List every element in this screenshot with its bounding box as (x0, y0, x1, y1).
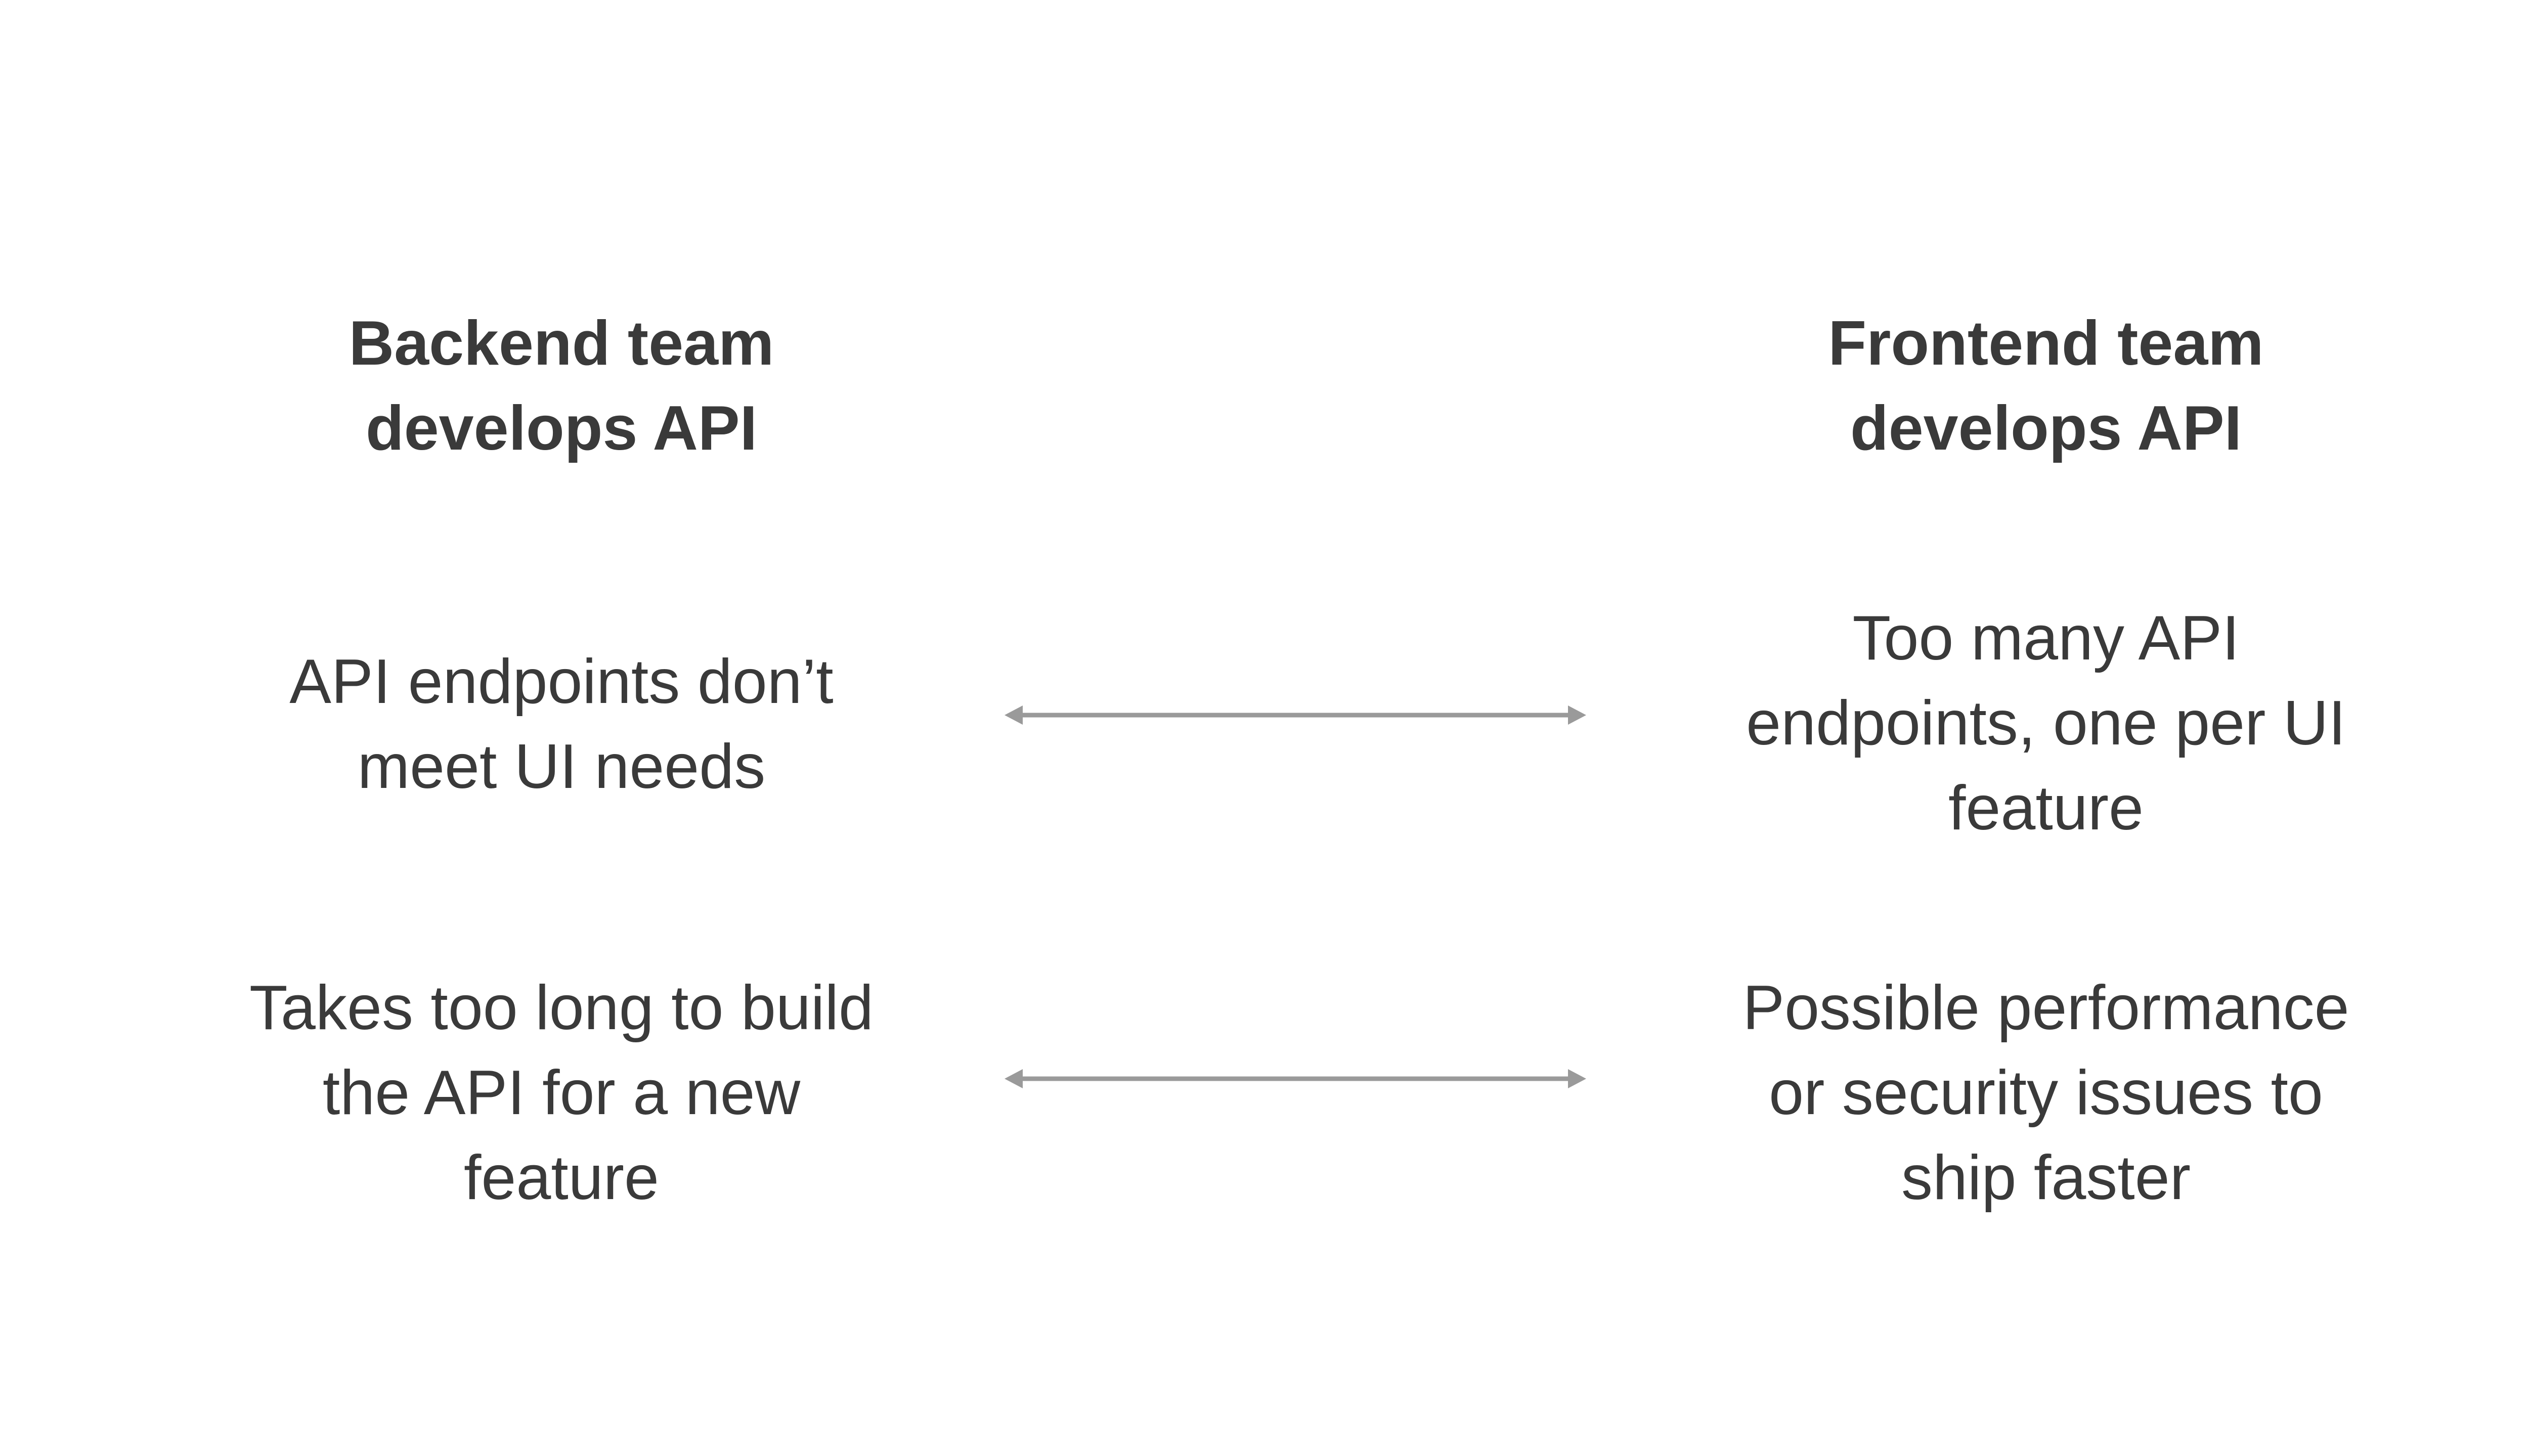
bidirectional-arrow-icon (1005, 705, 1586, 725)
bidirectional-arrow-row-1 (1005, 700, 1586, 730)
bidirectional-arrow-icon (1005, 1069, 1586, 1088)
left-pain-point-2: Takes too long to build the API for a ne… (249, 973, 874, 1213)
left-pain-point-1: API endpoints don’t meet UI needs (289, 647, 834, 802)
left-column-heading: Backend team develops API (348, 308, 774, 463)
right-pain-point-1: Too many API endpoints, one per UI featu… (1746, 603, 2346, 843)
bidirectional-arrow-row-2 (1005, 1064, 1586, 1094)
right-column-heading: Frontend team develops API (1828, 308, 2264, 463)
right-pain-point-2: Possible performance or security issues … (1742, 973, 2349, 1213)
